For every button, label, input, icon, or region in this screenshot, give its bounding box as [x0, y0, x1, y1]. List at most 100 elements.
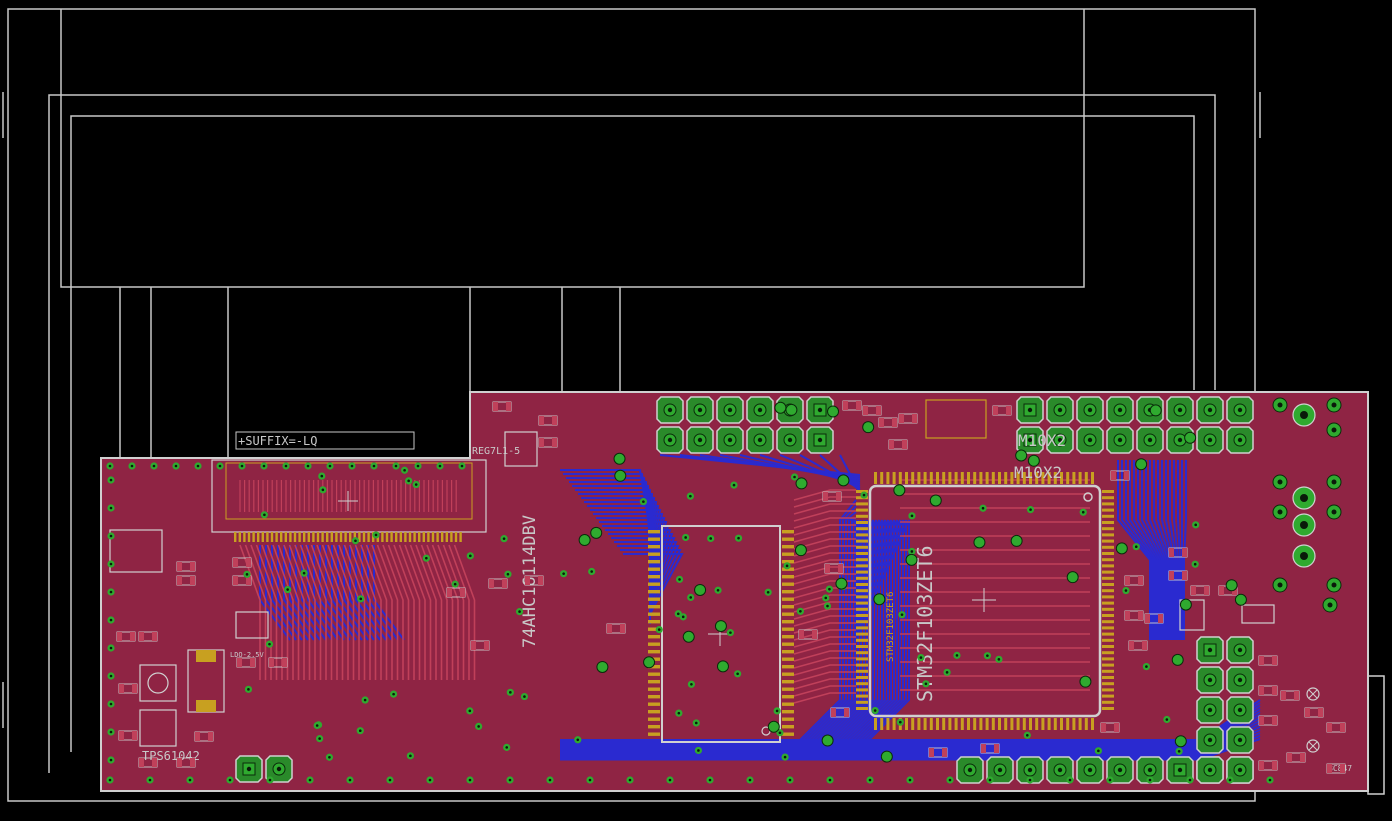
bottom-trace: [1149, 460, 1167, 640]
smd-pad: [552, 438, 557, 447]
smd-pad: [190, 562, 195, 571]
smd-pad: [1259, 686, 1264, 695]
smd-pad: [1272, 686, 1277, 695]
through-hole-drill: [1277, 402, 1283, 408]
mcu-pin-right: [1102, 688, 1114, 692]
header-drill: [1117, 767, 1123, 773]
through-hole-drill: [1331, 479, 1337, 485]
via-drill: [130, 464, 134, 468]
reg-label: REG7L1-5: [472, 446, 520, 457]
fpc-pin: [349, 532, 352, 542]
buffer-pin-left: [648, 575, 660, 579]
via-drill: [109, 534, 113, 538]
via-drill: [109, 562, 113, 566]
fpc-pin: [303, 532, 306, 542]
fpc-pin: [266, 532, 269, 542]
fpc-pin: [381, 532, 384, 542]
smd-pad: [899, 414, 904, 423]
via-drill: [425, 556, 428, 560]
mcu-pin-right: [1102, 595, 1114, 599]
smd-pad: [1259, 656, 1264, 665]
smd-pad: [929, 748, 934, 757]
mcu-pin-bottom: [1029, 718, 1032, 730]
buffer-pin-left: [648, 635, 660, 639]
via-large: [893, 484, 906, 497]
mcu-pin-left: [856, 694, 868, 698]
smd-pad: [1272, 656, 1277, 665]
smd-pad: [1287, 753, 1292, 762]
top-trace: [793, 678, 856, 690]
header-top-value: M10X2: [1014, 463, 1062, 482]
header-drill: [757, 407, 763, 413]
smd-pad: [981, 744, 986, 753]
fpc-pin: [270, 532, 274, 542]
smd-pad: [119, 731, 124, 740]
top-trace: [250, 544, 272, 680]
via-drill: [109, 506, 113, 510]
smd-pad: [460, 588, 465, 597]
via-drill: [1081, 510, 1085, 514]
smd-pad: [836, 492, 841, 501]
buffer-pin-right: [782, 635, 794, 639]
pin-header-top-right: [1016, 396, 1254, 454]
top-trace: [354, 544, 377, 680]
smd-pad: [1191, 586, 1196, 595]
buffer-pin-left: [648, 695, 660, 699]
header-drill: [1237, 677, 1243, 683]
buffer-pin-left: [648, 627, 660, 631]
header-drill: [1147, 767, 1153, 773]
via-drill: [788, 778, 792, 782]
via-drill: [590, 570, 593, 573]
button-switch-actuator: [147, 672, 169, 694]
mcu-pin-left: [856, 564, 868, 568]
mcu-pin-bottom: [917, 718, 921, 730]
buffer-pin-left: [648, 725, 660, 729]
via-drill: [508, 778, 512, 782]
smd-pad: [139, 758, 144, 767]
via-drill: [509, 691, 512, 694]
header-drill: [1027, 767, 1033, 773]
through-hole-drill: [1277, 509, 1283, 515]
smd-pad: [190, 758, 195, 767]
via-large: [1079, 675, 1092, 688]
fpc-pin: [404, 532, 407, 542]
mcu-pin-top: [892, 472, 896, 484]
smd-pad: [1169, 571, 1174, 580]
buffer-pin-right: [782, 732, 794, 736]
top-trace: [244, 544, 267, 680]
header-drill: [1207, 737, 1213, 743]
mcu-pin-bottom: [1066, 718, 1070, 730]
smd-pad: [190, 576, 195, 585]
mcu-pin-right: [1102, 657, 1114, 661]
via-drill: [899, 720, 902, 724]
smd-pad: [892, 418, 897, 427]
fpc-pin: [326, 532, 329, 542]
via-drill: [873, 709, 877, 712]
via-large: [716, 660, 729, 673]
smd-pad: [856, 401, 861, 410]
top-trace: [793, 664, 856, 676]
bottom-trace: [1141, 460, 1163, 640]
bottom-trace: [1165, 460, 1175, 640]
bottom-trace: [271, 545, 303, 641]
buffer-pin-left: [648, 530, 660, 534]
mcu-pin-right: [1102, 502, 1114, 506]
bottom-trace: [1129, 460, 1157, 640]
header-drill: [1237, 647, 1243, 653]
via-drill: [1228, 778, 1232, 782]
mcu-pin-bottom: [967, 718, 970, 730]
bottom-trace: [1137, 460, 1161, 640]
via-drill: [828, 778, 832, 782]
mcu-pin-top: [880, 472, 884, 484]
smd-pad: [1101, 723, 1106, 732]
via-drill: [919, 656, 923, 659]
top-trace: [332, 544, 355, 680]
suffix-label: +SUFFIX=-LQ: [238, 434, 317, 448]
header-drill: [246, 766, 252, 772]
via-drill: [778, 731, 782, 735]
via-drill: [945, 671, 949, 674]
bottom-trace: [313, 545, 345, 641]
mcu-label: STM32F103ZET6: [913, 545, 937, 702]
via-drill: [505, 746, 509, 749]
mcu-pin-right: [1102, 539, 1114, 543]
